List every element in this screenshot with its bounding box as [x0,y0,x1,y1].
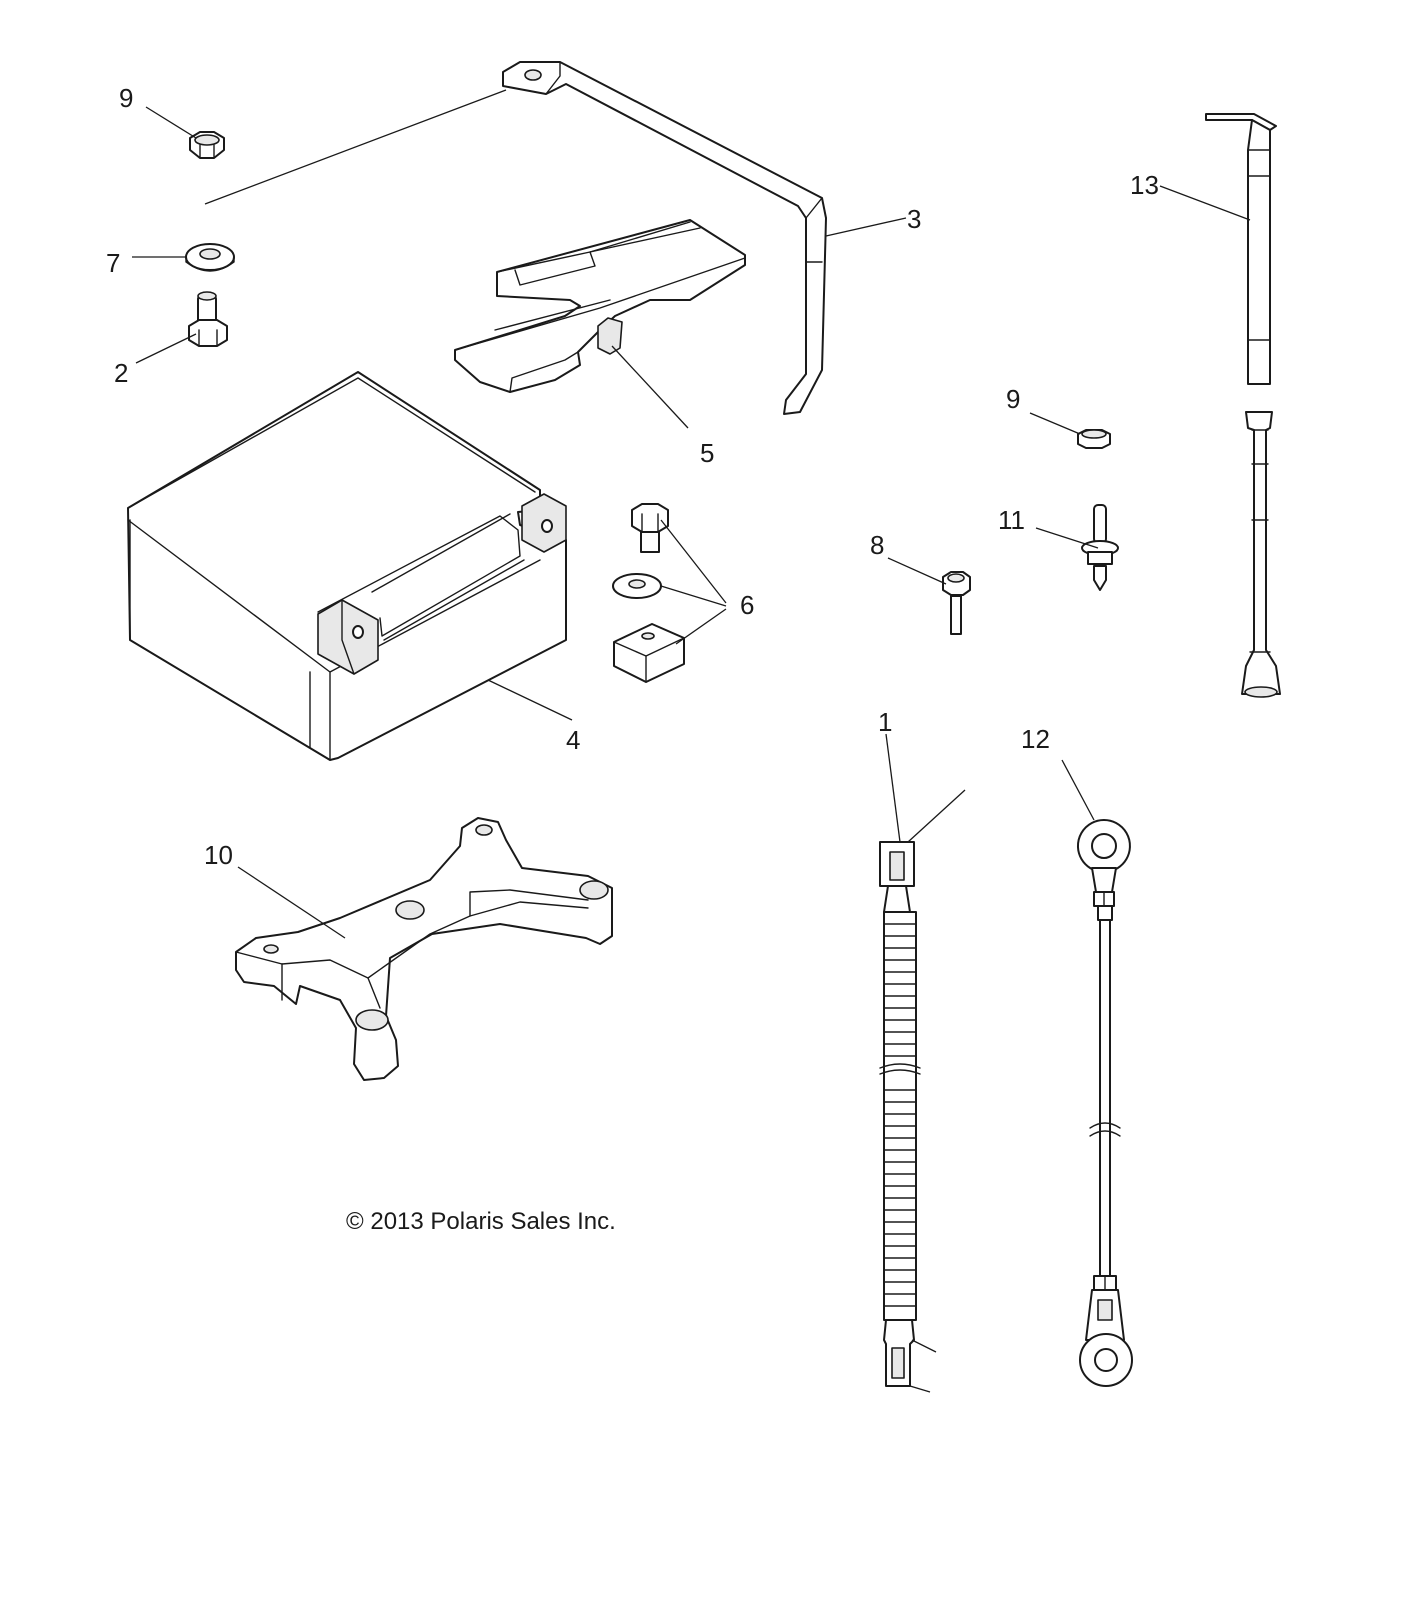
part-8-bolt [942,571,971,635]
copyright-notice: © 2013 Polaris Sales Inc. [346,1208,616,1235]
callout-6: 6 [740,590,754,620]
part-13-cable [1205,113,1281,698]
part-3-strap [502,61,827,415]
callout-12: 12 [1021,724,1050,754]
callout-3: 3 [907,204,921,234]
callout-5: 5 [700,438,714,468]
leader-lines [132,106,1251,939]
callout-11: 11 [998,505,1025,535]
part-1-harness [879,789,966,1393]
part-12-ground-cable [1076,819,1133,1387]
callout-8: 8 [870,530,884,560]
callout-10: 10 [204,840,233,870]
callout-9-top-left: 9 [119,83,133,113]
part-9-nut-right [1077,429,1111,449]
callout-7: 7 [106,248,120,278]
assembly-line [204,89,507,205]
part-11-stud [1081,504,1119,591]
part-6-hardware [612,503,685,683]
callout-2: 2 [114,358,128,388]
part-7-washer [185,243,235,272]
callout-4: 4 [566,725,580,755]
callout-13: 13 [1130,170,1159,200]
part-4-battery [127,371,567,761]
part-5-battery-pad [454,219,746,393]
part-9-nut-top-left [189,131,225,159]
part-2-bolt [188,291,228,347]
part-10-bracket [235,817,613,1081]
callout-9-right: 9 [1006,384,1020,414]
callout-1: 1 [878,707,892,737]
